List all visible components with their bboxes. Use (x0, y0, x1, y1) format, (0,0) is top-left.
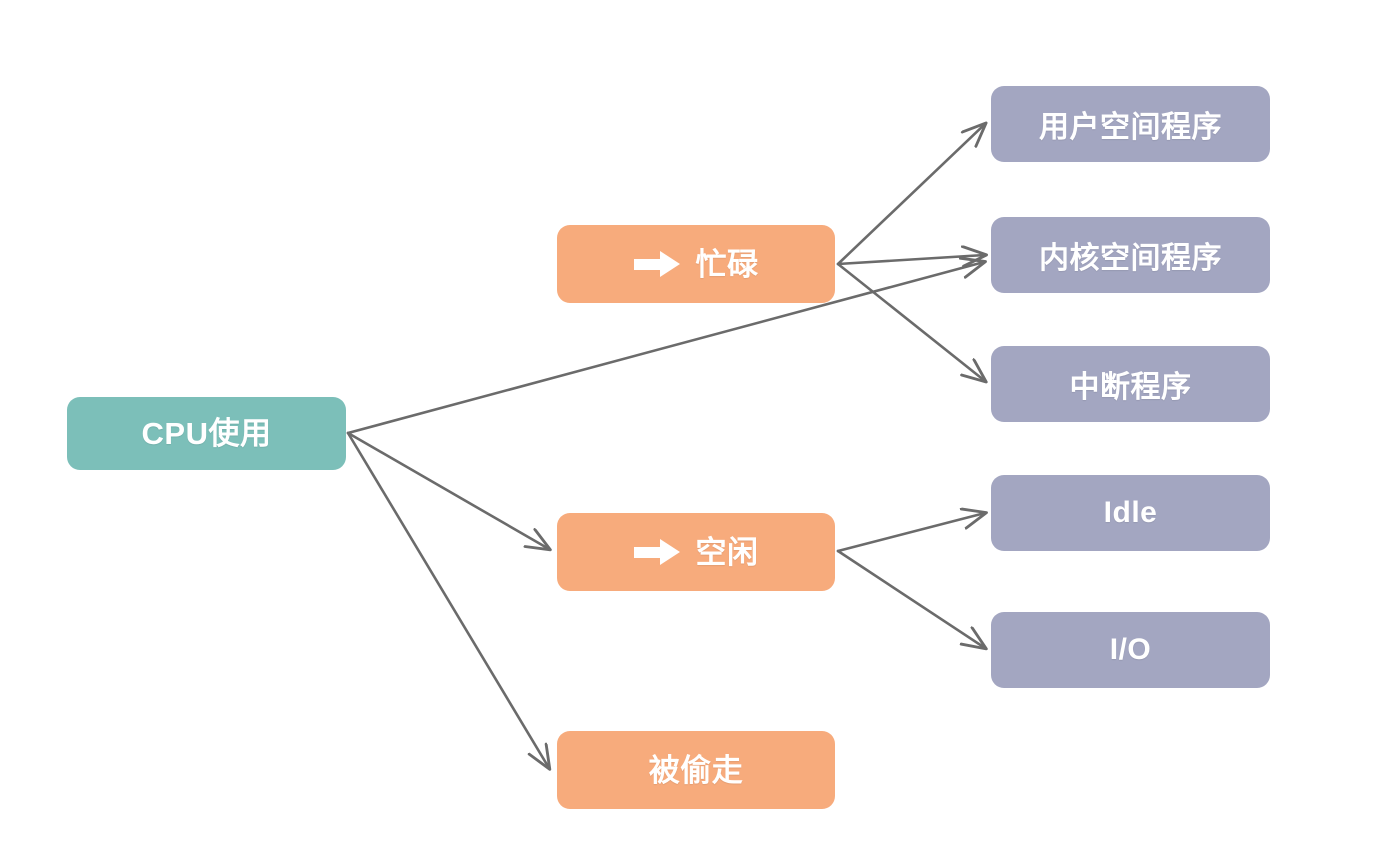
node-user-space-program-label: 用户空间程序 (1039, 111, 1222, 144)
node-stolen-label: 被偷走 (648, 752, 744, 788)
edge-busy-to-interrupt (836, 262, 985, 381)
node-cpu-usage-label: CPU使用 (141, 416, 272, 451)
edge-root-to-stolen (346, 431, 549, 768)
edge-root-to-idle_branch (346, 431, 549, 549)
node-kernel-space-program-label: 内核空间程序 (1039, 242, 1222, 275)
right-arrow-icon (633, 539, 680, 565)
right-arrow-icon (633, 251, 680, 277)
node-idle-label: Idle (1103, 496, 1158, 529)
edge-busy-to-kernel_space (836, 255, 985, 264)
node-stolen-inner: 被偷走 (649, 755, 744, 786)
node-interrupt-program[interactable]: 中断程序 (991, 346, 1270, 422)
node-busy-label: 忙碌 (695, 246, 759, 282)
node-idle-branch-label: 空闲 (695, 534, 759, 570)
node-busy-inner: 忙碌 (633, 246, 759, 282)
node-cpu-usage-inner: CPU使用 (142, 418, 272, 449)
node-busy[interactable]: 忙碌 (557, 225, 835, 303)
node-interrupt-program-label: 中断程序 (1069, 371, 1192, 404)
node-kernel-space-program[interactable]: 内核空间程序 (991, 217, 1270, 293)
node-idle[interactable]: Idle (991, 475, 1270, 551)
node-idle-branch-inner: 空闲 (633, 534, 759, 570)
node-idle-branch[interactable]: 空闲 (557, 513, 835, 591)
node-user-space-program[interactable]: 用户空间程序 (991, 86, 1270, 162)
edge-busy-to-user_space (836, 124, 985, 266)
node-cpu-usage[interactable]: CPU使用 (67, 397, 346, 470)
node-io[interactable]: I/O (991, 612, 1270, 688)
edge-idle_branch-to-idle_leaf (836, 513, 985, 553)
edge-idle_branch-to-io_leaf (836, 549, 985, 648)
node-io-label: I/O (1109, 633, 1152, 666)
node-stolen[interactable]: 被偷走 (557, 731, 835, 809)
